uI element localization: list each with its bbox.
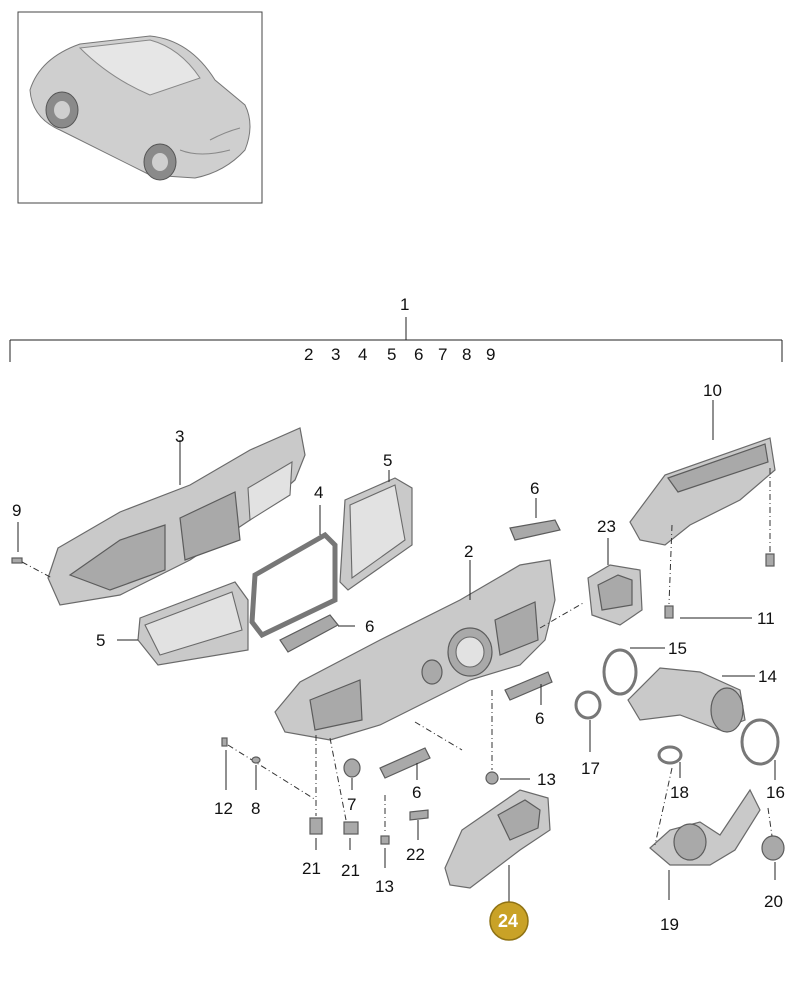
part-11-grommet[interactable]: [664, 468, 775, 619]
callout-6[interactable]: 6: [535, 709, 544, 728]
part-24-air-duct[interactable]: [444, 789, 551, 902]
part-16-clamp[interactable]: [740, 718, 780, 780]
leader-24: [414, 721, 463, 751]
callout-24: 24: [498, 911, 518, 931]
callout-5[interactable]: 5: [383, 451, 392, 470]
callout-6[interactable]: 6: [530, 479, 539, 498]
callout-22[interactable]: 22: [406, 845, 425, 864]
callout-10[interactable]: 10: [703, 381, 722, 400]
callout-8[interactable]: 8: [251, 799, 260, 818]
part-21-mount-right[interactable]: [329, 737, 359, 850]
callout-4[interactable]: 4: [314, 483, 323, 502]
part-22-connector[interactable]: [409, 809, 429, 840]
part-2-lower-housing[interactable]: [274, 559, 556, 741]
part-21-mount-left[interactable]: [309, 735, 323, 850]
part-7-grommet[interactable]: [343, 758, 361, 790]
part-20-connector[interactable]: [761, 807, 785, 880]
group-member: 7: [438, 345, 447, 364]
part-6-clip-top[interactable]: [509, 498, 561, 541]
part-4-gasket[interactable]: [249, 505, 338, 639]
group-member: 6: [414, 345, 423, 364]
vehicle-thumbnail: [17, 11, 263, 204]
group-member: 8: [462, 345, 471, 364]
callout-6[interactable]: 6: [412, 783, 421, 802]
part-6-clip-lower[interactable]: [379, 747, 431, 780]
callout-13[interactable]: 13: [537, 770, 556, 789]
part-23-duct[interactable]: [587, 538, 643, 626]
group-member: 3: [331, 345, 340, 364]
group-member-list: 2 3 4 5 6 7 8 9: [304, 345, 495, 364]
group-member: 4: [358, 345, 367, 364]
callout-1[interactable]: 1: [400, 295, 409, 314]
group-member: 5: [387, 345, 396, 364]
callout-12[interactable]: 12: [214, 799, 233, 818]
group-member: 9: [486, 345, 495, 364]
part-14-hose[interactable]: [627, 667, 755, 733]
callout-17[interactable]: 17: [581, 759, 600, 778]
leader-23: [539, 601, 586, 629]
callout-23[interactable]: 23: [597, 517, 616, 536]
callout-3[interactable]: 3: [175, 427, 184, 446]
callout-21[interactable]: 21: [302, 859, 321, 878]
callout-21[interactable]: 21: [341, 861, 360, 880]
part-18-clamp[interactable]: [657, 745, 683, 778]
callout-20[interactable]: 20: [764, 892, 783, 911]
callout-2[interactable]: 2: [464, 542, 473, 561]
part-19-valve[interactable]: [649, 767, 761, 900]
callout-14[interactable]: 14: [758, 667, 777, 686]
part-5-filter-left[interactable]: [117, 581, 249, 666]
callout-13[interactable]: 13: [375, 877, 394, 896]
callout-5[interactable]: 5: [96, 631, 105, 650]
part-17-clamp[interactable]: [574, 690, 602, 752]
callout-9[interactable]: 9: [12, 501, 21, 520]
callout-24-highlight-badge[interactable]: 24: [489, 901, 529, 941]
part-9-bolt[interactable]: [11, 522, 53, 579]
part-10-intake[interactable]: [629, 400, 776, 546]
part-15-clamp[interactable]: [602, 647, 665, 696]
callout-18[interactable]: 18: [670, 783, 689, 802]
callout-7[interactable]: 7: [347, 795, 356, 814]
callout-19[interactable]: 19: [660, 915, 679, 934]
part-5-filter-upper[interactable]: [339, 470, 413, 591]
part-13-screw-lower[interactable]: [380, 795, 390, 868]
part-6-clip-right[interactable]: [504, 671, 553, 705]
callout-11[interactable]: 11: [757, 609, 775, 628]
callout-16[interactable]: 16: [766, 783, 785, 802]
part-12-screw[interactable]: [221, 737, 317, 801]
part-6-clip[interactable]: [279, 614, 355, 653]
part-13-screw-center[interactable]: [485, 690, 530, 785]
callout-6[interactable]: 6: [365, 617, 374, 636]
part-8-washer[interactable]: [251, 756, 261, 790]
assembly-bracket: [9, 317, 783, 362]
part-3-upper-housing[interactable]: [47, 427, 306, 606]
callout-15[interactable]: 15: [668, 639, 687, 658]
group-member: 2: [304, 345, 313, 364]
